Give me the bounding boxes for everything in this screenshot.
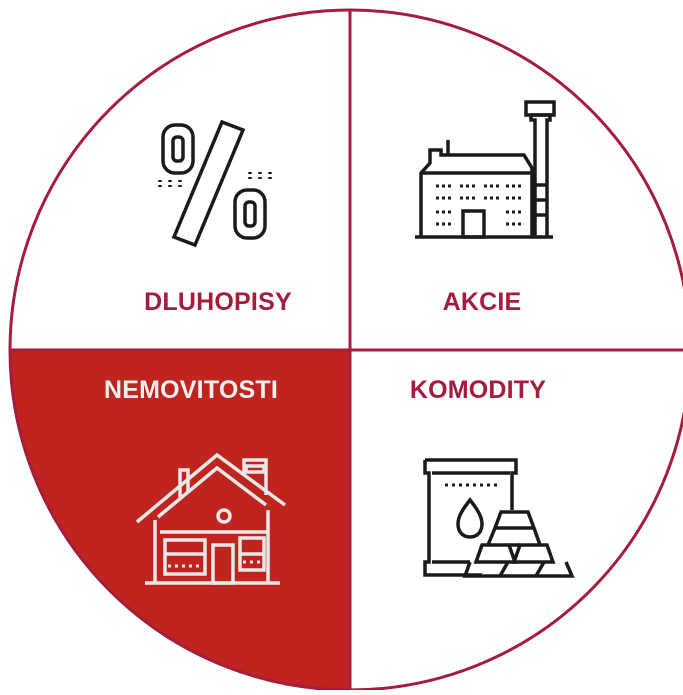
barrel-gold-bars-icon [423,458,575,578]
label-dluhopisy: DLUHOPISY [144,288,292,316]
house-icon [135,452,287,585]
percent-icon [158,119,272,248]
label-nemovitosti: NEMOVITOSTI [104,376,278,404]
label-akcie: AKCIE [442,288,522,316]
label-komodity: KOMODITY [409,376,547,404]
factory-icon [415,100,556,239]
